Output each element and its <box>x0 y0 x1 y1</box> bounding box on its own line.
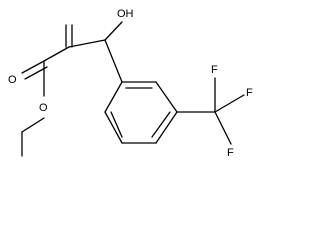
bond-carbonyl-double-1 <box>21 60 45 74</box>
bond-ring-inner-2 <box>151 111 171 138</box>
bond-ring-b <box>155 81 178 113</box>
ester-oxygen-label: O <box>39 102 48 114</box>
bond-cf-bottom <box>214 111 232 145</box>
chemical-structure-diagram: OH O O F F F <box>8 8 253 159</box>
fluorine-bottom-label: F <box>227 147 234 159</box>
bond-ring-e <box>104 111 123 144</box>
bond-ester-oxygen-ethyl <box>21 117 45 133</box>
bond-carbonyl-double-2 <box>24 66 48 80</box>
hydroxyl-label: OH <box>117 8 134 20</box>
bond-alkene-carbonyl <box>43 46 70 62</box>
fluorine-top-label: F <box>211 64 218 76</box>
bond-ring-f <box>104 81 123 113</box>
bond-ring-c <box>155 111 178 144</box>
bond-alkene-carbinol <box>68 39 106 48</box>
bond-ring-inner-3 <box>110 111 123 138</box>
bond-carbinol-hydroxyl <box>104 21 123 41</box>
fluorine-right-label: F <box>246 87 253 99</box>
bond-cf-right <box>214 94 245 113</box>
bond-carbinol-ring <box>104 39 123 83</box>
carbonyl-oxygen-label: O <box>8 74 17 86</box>
